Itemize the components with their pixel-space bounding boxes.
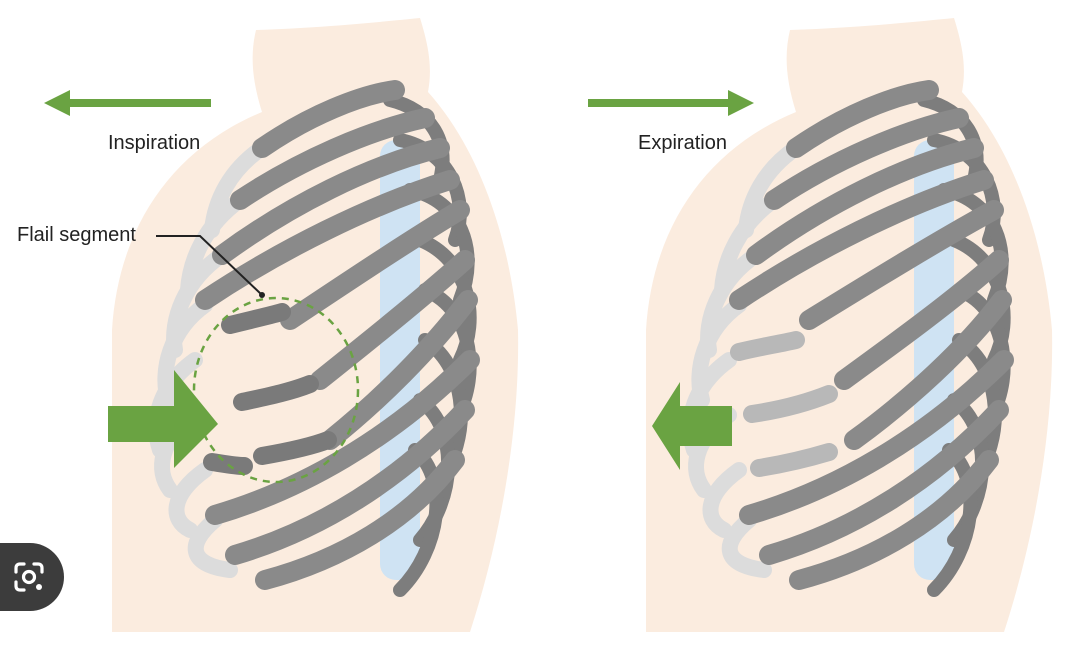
ribs-right (729, 80, 1014, 590)
inspiration-label: Inspiration (108, 132, 201, 154)
google-lens-icon (14, 562, 44, 592)
flail-region-circle (192, 296, 360, 484)
inspiration-inward-arrow (108, 370, 218, 468)
flail-segment-right (730, 331, 838, 477)
expiration-panel (588, 18, 1053, 632)
expiration-outward-arrow (652, 382, 732, 470)
flail-leader-line (156, 235, 263, 296)
flail-leader-dot (259, 292, 265, 298)
expiration-motion-arrow (588, 90, 754, 116)
ribs-left (195, 80, 480, 590)
inspiration-panel (44, 18, 519, 632)
lens-button[interactable] (0, 543, 64, 611)
inspiration-motion-arrow (44, 90, 211, 116)
flail-segment-left (203, 303, 337, 475)
cartilage-right (682, 140, 804, 578)
expiration-label: Expiration (638, 132, 727, 154)
flail-segment-label: Flail segment (17, 224, 136, 246)
